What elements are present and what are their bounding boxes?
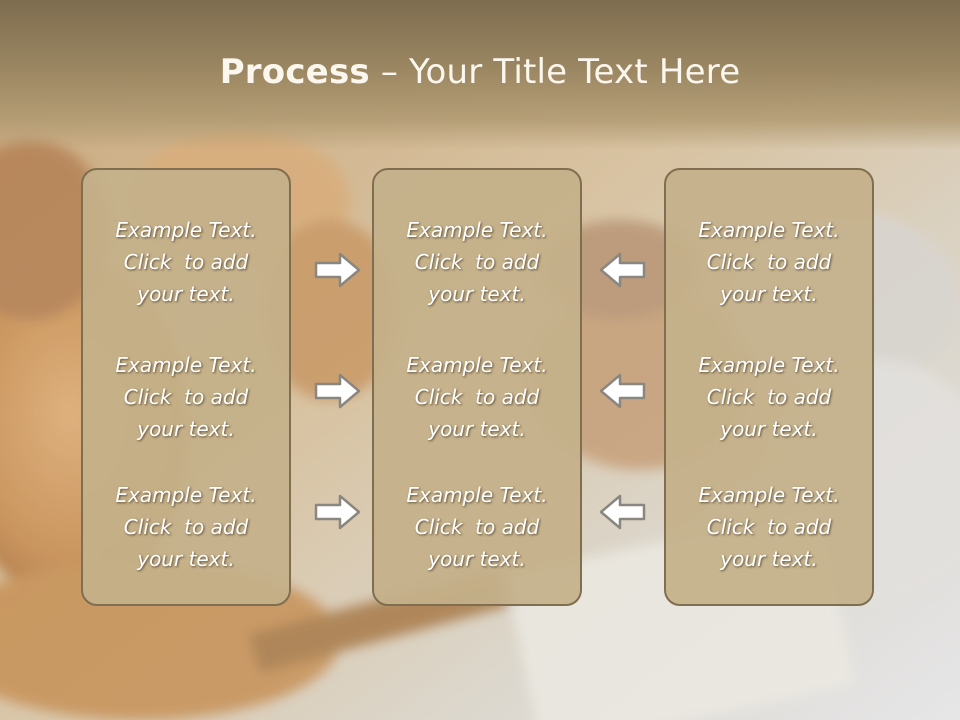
arrow-left-icon [599, 373, 646, 409]
arrow-right-icon [314, 494, 361, 530]
text-line: Click to add [414, 515, 540, 539]
text-line: Click to add [414, 385, 540, 409]
arrow-left-icon [599, 494, 646, 530]
text-line: your text. [428, 282, 526, 306]
text-line: Click to add [123, 385, 249, 409]
text-line: Example Text. [406, 353, 548, 377]
text-line: Click to add [706, 385, 832, 409]
text-block[interactable]: Example Text. Click to add your text. [374, 479, 580, 575]
text-line: Click to add [706, 250, 832, 274]
text-block[interactable]: Example Text. Click to add your text. [83, 479, 289, 575]
title-rest: – Your Title Text Here [369, 52, 741, 92]
process-box-3[interactable]: Example Text. Click to add your text. Ex… [664, 168, 874, 606]
text-line: your text. [720, 417, 818, 441]
text-line: Example Text. [406, 218, 548, 242]
arrow-right-icon [314, 252, 361, 288]
text-line: your text. [428, 547, 526, 571]
text-line: your text. [428, 417, 526, 441]
text-line: your text. [720, 547, 818, 571]
process-box-2[interactable]: Example Text. Click to add your text. Ex… [372, 168, 582, 606]
arrow-left-icon [599, 252, 646, 288]
text-block[interactable]: Example Text. Click to add your text. [374, 214, 580, 310]
text-line: Click to add [123, 515, 249, 539]
text-block[interactable]: Example Text. Click to add your text. [83, 349, 289, 445]
text-line: Example Text. [406, 483, 548, 507]
text-block[interactable]: Example Text. Click to add your text. [666, 349, 872, 445]
text-block[interactable]: Example Text. Click to add your text. [83, 214, 289, 310]
title-band [0, 0, 960, 150]
text-line: Example Text. [698, 218, 840, 242]
title-bold: Process [219, 52, 370, 92]
text-block[interactable]: Example Text. Click to add your text. [374, 349, 580, 445]
text-line: Example Text. [115, 218, 257, 242]
arrow-right-icon [314, 373, 361, 409]
text-line: your text. [137, 547, 235, 571]
text-line: Click to add [414, 250, 540, 274]
text-line: Example Text. [698, 483, 840, 507]
text-line: your text. [137, 417, 235, 441]
text-line: your text. [720, 282, 818, 306]
text-line: Click to add [123, 250, 249, 274]
process-box-1[interactable]: Example Text. Click to add your text. Ex… [81, 168, 291, 606]
text-block[interactable]: Example Text. Click to add your text. [666, 214, 872, 310]
text-line: Click to add [706, 515, 832, 539]
slide-title[interactable]: Process – Your Title Text Here [0, 52, 960, 92]
text-block[interactable]: Example Text. Click to add your text. [666, 479, 872, 575]
text-line: your text. [137, 282, 235, 306]
text-line: Example Text. [115, 353, 257, 377]
text-line: Example Text. [698, 353, 840, 377]
text-line: Example Text. [115, 483, 257, 507]
